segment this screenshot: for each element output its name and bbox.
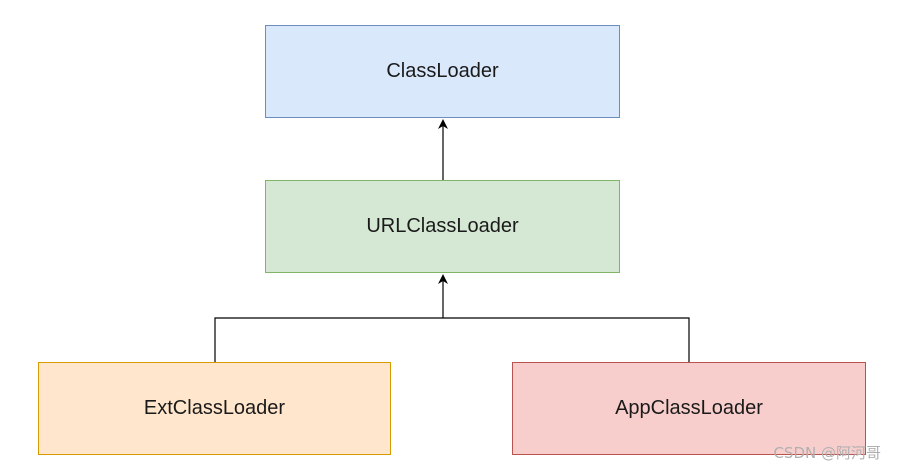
- edge-extclassloader-to-urlclassloader: [214, 317, 443, 362]
- node-classloader: ClassLoader: [265, 25, 620, 118]
- node-urlclassloader: URLClassLoader: [265, 180, 620, 273]
- node-label-classloader: ClassLoader: [386, 60, 499, 82]
- node-label-urlclassloader: URLClassLoader: [366, 215, 519, 237]
- node-extclassloader: ExtClassLoader: [38, 362, 391, 455]
- node-appclassloader: AppClassLoader: [512, 362, 866, 455]
- node-label-extclassloader: ExtClassLoader: [143, 397, 286, 419]
- node-label-appclassloader: AppClassLoader: [615, 397, 763, 419]
- edge-appclassloader-to-urlclassloader: [443, 317, 690, 362]
- watermark: CSDN @阿河哥: [773, 444, 881, 462]
